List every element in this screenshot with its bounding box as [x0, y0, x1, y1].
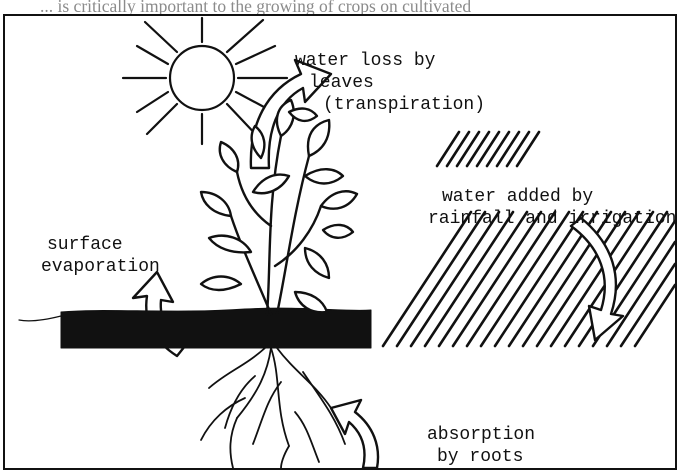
plant-icon — [201, 100, 357, 314]
evaporation-label: surface evaporation — [41, 234, 160, 278]
soil-layer — [19, 308, 371, 348]
transpiration-label: water loss by leaves (transpiration) — [295, 50, 485, 116]
water-cycle-figure: water loss by leaves (transpiration) wat… — [3, 14, 677, 470]
rainfall-arrow-icon — [571, 218, 623, 340]
absorption-arrow-icon — [331, 400, 378, 468]
rainfall-label: water added by rainfall and irrigation — [428, 186, 676, 230]
rain-icon — [383, 132, 675, 346]
absorption-label: absorption by roots — [427, 424, 535, 468]
